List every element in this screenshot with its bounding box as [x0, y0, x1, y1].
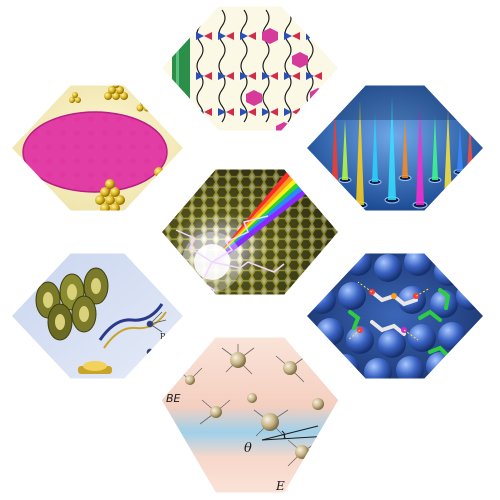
helical-ribbon [98, 303, 167, 349]
ligand-sticks [348, 288, 451, 358]
panel-dendrimer: drimer Poly Cati [10, 252, 185, 380]
label-cation: Cati [158, 355, 175, 364]
panel-graphene-laser [160, 168, 340, 296]
panel-polymer-brush [160, 5, 340, 132]
brush-nanoparticles [177, 344, 324, 467]
panel-nanoparticle-interface: θ E = BE [160, 336, 340, 494]
label-angle-theta: θ [244, 441, 252, 456]
panel-molecular-packing [305, 252, 485, 380]
label-fragment: BE [166, 392, 181, 405]
heater-stage [78, 361, 112, 374]
label-dendrimer: drimer [22, 361, 54, 371]
hbond-dashes [347, 281, 431, 341]
column-stack [35, 267, 109, 341]
panel-nanopore-beams [305, 84, 485, 212]
panel-nanoparticle-membrane [10, 84, 185, 212]
